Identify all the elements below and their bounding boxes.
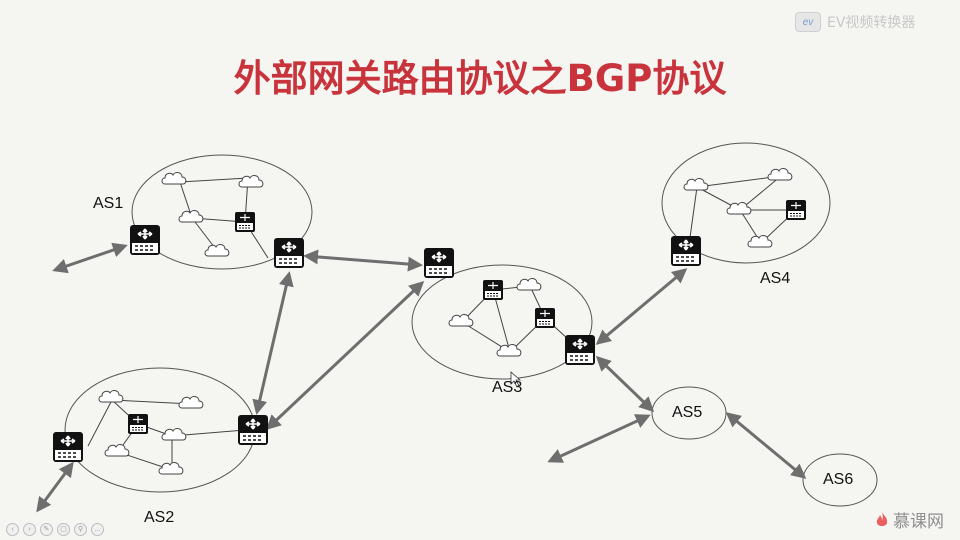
player-controls: ‹ › ✎ ▢ ⚲ … [6,523,104,536]
watermark: ev EV视频转换器 [795,12,915,32]
cloud-icon [238,175,264,188]
as4-boundary [661,142,831,264]
router-icon [234,211,256,233]
cloud-icon [178,396,204,409]
pen-icon[interactable]: ✎ [40,523,53,536]
next-icon[interactable]: › [23,523,36,536]
more-icon[interactable]: … [91,523,104,536]
router-icon [564,334,596,366]
cloud-icon [161,428,187,441]
as6-boundary [802,453,878,507]
cloud-icon [158,462,184,475]
as1-boundary [131,154,313,270]
copy-icon[interactable]: ▢ [57,523,70,536]
router-icon [534,307,556,329]
cloud-icon [104,444,130,457]
cloud-icon [448,314,474,327]
router-icon [482,279,504,301]
bgp-links [36,242,807,513]
as1-label: AS1 [93,195,124,212]
internal-links [87,175,797,471]
cloud-icon [178,210,204,223]
cloud-icon [683,178,709,191]
cursor-icon [510,371,522,388]
router-icon [273,237,305,269]
router-icon [129,224,161,256]
router-icon [127,413,149,435]
cloud-icon [161,172,187,185]
brand-text: 慕课网 [893,512,944,532]
cloud-icon [747,235,773,248]
as2-label: AS2 [144,509,175,526]
cloud-icon [516,278,542,291]
router-icon [785,199,807,221]
as5-label: AS5 [672,404,703,421]
cloud-icon [767,168,793,181]
slide-title: 外部网关路由协议之BGP协议 [233,57,727,100]
as6-label: AS6 [823,471,854,488]
brand-logo: 慕课网 [875,507,944,532]
router-icon [423,247,455,279]
router-icon [237,414,269,446]
router-icon [670,235,702,267]
as4-label: AS4 [760,270,791,287]
flame-icon [876,511,888,526]
ev-logo-icon: ev [795,12,821,32]
router-icon [52,431,84,463]
watermark-text: EV视频转换器 [827,15,916,31]
cloud-icon [204,244,230,257]
prev-icon[interactable]: ‹ [6,523,19,536]
zoom-icon[interactable]: ⚲ [74,523,87,536]
as3-label: AS3 [492,379,523,396]
cloud-icon [98,390,124,403]
